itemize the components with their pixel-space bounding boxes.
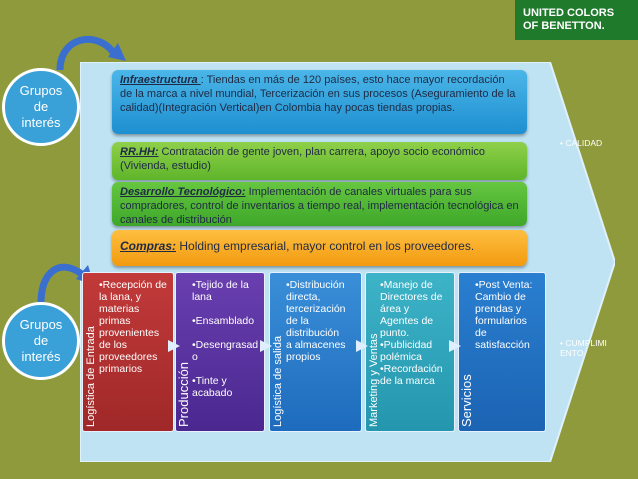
column-produccion: Producción •Tejido de la lana •Ensamblad… [175, 272, 265, 432]
tec-text: Implementación de canales virtuales para… [120, 186, 519, 226]
logo-line-2: OF BENETTON. [523, 20, 605, 32]
tecnologia-bar: Desarrollo Tecnológico: Implementación d… [112, 182, 527, 226]
column-5-text: •Post Venta: Cambio de prendas y formula… [475, 279, 533, 351]
rrhh-text: Contratación de gente joven, plan carrer… [120, 146, 486, 172]
column-4-text: •Manejo de Directores de área y Agentes … [380, 279, 443, 387]
logo-line-1: UNITED COLORS [523, 7, 615, 19]
side-label-calidad: • CALIDAD [560, 138, 603, 148]
chevron-right-icon [260, 340, 272, 352]
column-3-text: •Distribución directa, tercerización de … [286, 279, 346, 363]
infraestructura-bar: Infraestructura : Tiendas en más de 120 … [112, 70, 527, 134]
column-2-text: •Tejido de la lana •Ensamblado •Desengra… [192, 279, 259, 399]
comp-title: Compras: [120, 239, 177, 253]
compras-bar: Compras: Holding empresarial, mayor cont… [112, 230, 527, 266]
bubble-bottom-line-3: interés [21, 349, 61, 364]
chevron-right-icon [168, 340, 180, 352]
benetton-logo: UNITED COLORS OF BENETTON. [515, 0, 638, 40]
tec-title: Desarrollo Tecnológico: [120, 186, 246, 198]
column-logistica-salida: Logística de salida •Distribución direct… [269, 272, 362, 432]
bubble-bottom-line-2: de [33, 333, 49, 348]
column-servicios: Servicios •Post Venta: Cambio de prendas… [458, 272, 546, 432]
side-label-cumplimiento: • CUMPLIMI ENTO [560, 338, 607, 358]
column-1-text: •Recepción de la lana, y materias primas… [99, 279, 167, 375]
rrhh-title: RR.HH: [120, 146, 159, 158]
curved-arrow-top-icon [56, 36, 126, 71]
chevron-right-icon [449, 340, 461, 352]
column-logistica-entrada: Logística de Entrada •Recepción de la la… [82, 272, 174, 432]
infra-text: : Tiendas en más de 120 países, esto hac… [120, 74, 516, 114]
bubble-top-line-1: Grupos [19, 83, 63, 98]
comp-text: Holding empresarial, mayor control en lo… [176, 239, 475, 253]
column-marketing-ventas: Marketing y Ventas •Manejo de Directores… [365, 272, 455, 432]
bubble-top-line-2: de [33, 99, 49, 114]
bubble-top-line-3: interés [21, 115, 61, 130]
infra-title: Infraestructura [120, 74, 201, 86]
stakeholders-bubble-top: Grupos de interés [2, 68, 80, 146]
chevron-right-icon [356, 340, 368, 352]
bubble-bottom-line-1: Grupos [19, 317, 63, 332]
stakeholders-bubble-bottom: Grupos de interés [2, 302, 80, 380]
rrhh-bar: RR.HH: Contratación de gente joven, plan… [112, 142, 527, 180]
